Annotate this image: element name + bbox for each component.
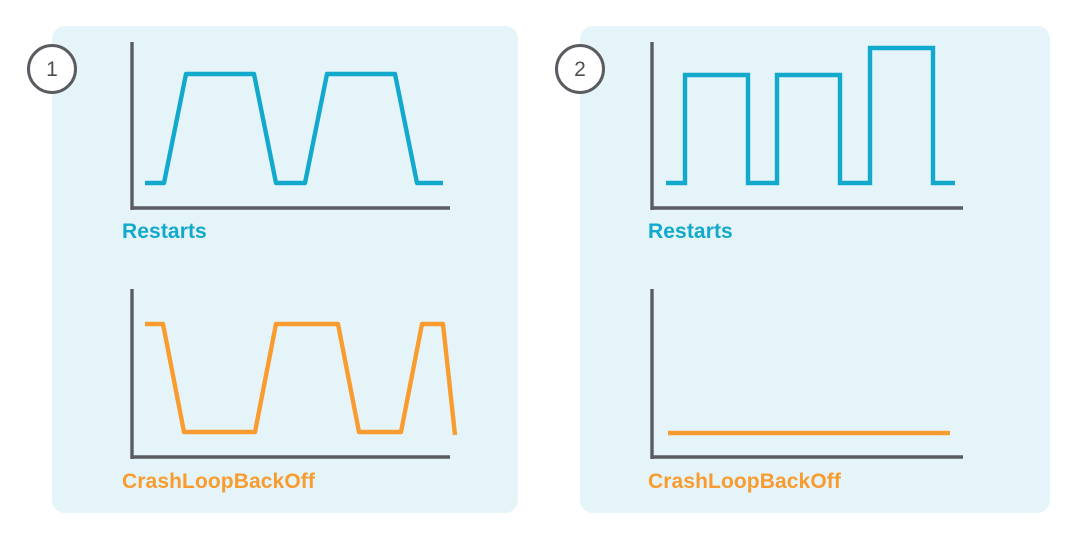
chart-label-panel1-restarts: Restarts [122,220,207,243]
series-line-restarts [145,71,443,186]
panel-card-1 [52,26,518,513]
panel-badge-2-label: 2 [574,57,586,81]
series-line-crashloopbackoff [145,321,458,436]
chart-label-panel1-crashloopbackoff: CrashLoopBackOff [122,470,315,493]
chart-panel1-crashloopbackoff [118,285,458,467]
chart-label-panel2-restarts: Restarts [648,220,733,243]
chart-panel1-restarts [118,38,458,220]
panel-badge-1-label: 1 [46,57,58,81]
chart-panel2-crashloopbackoff [643,285,983,467]
chart-panel2-restarts [643,38,983,220]
panel-badge-1: 1 [27,44,77,94]
series-line-restarts [666,45,955,186]
panel-badge-2: 2 [555,44,605,94]
chart-label-panel2-crashloopbackoff: CrashLoopBackOff [648,470,841,493]
